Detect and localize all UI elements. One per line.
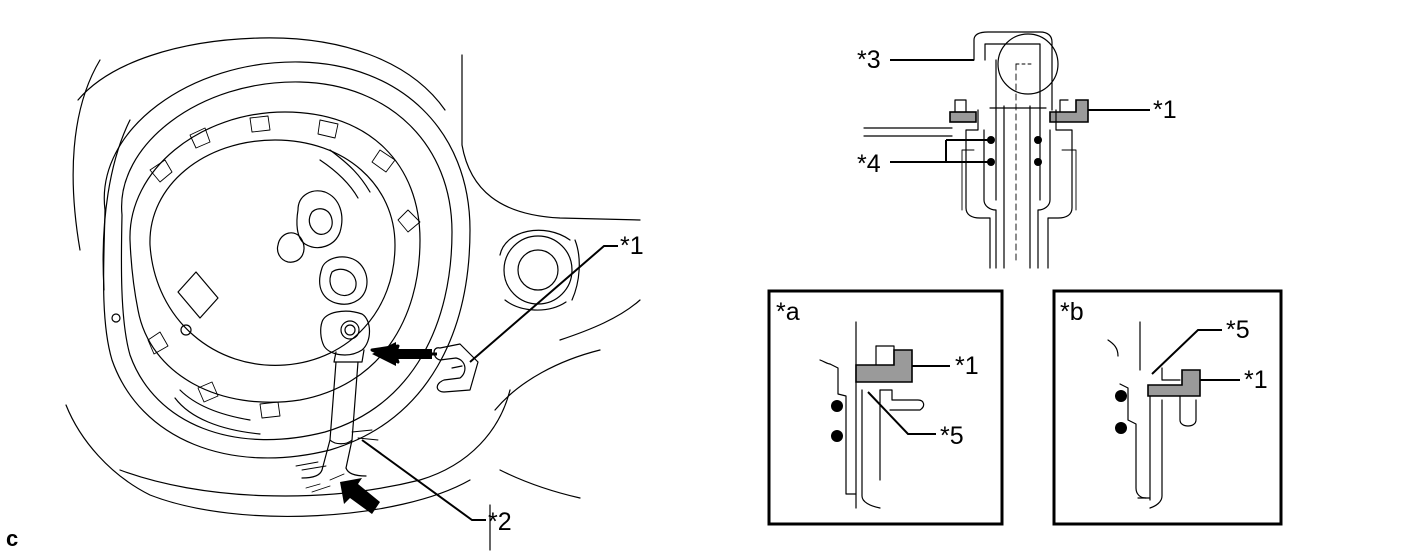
push-arrow <box>340 478 380 514</box>
label-box-b-gap: *5 <box>1226 316 1250 344</box>
retainer-clip <box>433 343 479 393</box>
label-top-pipe: *3 <box>857 46 881 74</box>
fuel-tube <box>295 361 379 493</box>
o-ring <box>987 136 995 144</box>
clip-right-jaw <box>1049 99 1089 123</box>
o-ring-a <box>831 430 843 442</box>
fuel-pump-perspective-view <box>65 37 641 551</box>
label-box-b-clip: *1 <box>1244 366 1268 394</box>
label-top-oring: *4 <box>857 150 881 178</box>
connector-cross-section <box>863 31 1150 269</box>
tank-boss <box>499 229 580 311</box>
clip-b <box>1147 369 1201 397</box>
label-top-clip: *1 <box>1153 96 1177 124</box>
clip-a <box>855 349 913 383</box>
corner-label: c <box>6 526 18 551</box>
label-left-clip: *1 <box>620 232 644 260</box>
detail-box-b <box>1052 289 1283 526</box>
label-box-b-title: *b <box>1060 298 1084 326</box>
clip-left-jaw <box>949 111 977 123</box>
label-box-a-title: *a <box>776 298 800 326</box>
o-ring-b <box>1115 390 1127 402</box>
label-left-tube: *2 <box>488 508 512 536</box>
o-ring-a <box>831 400 843 412</box>
quick-connector <box>320 310 371 363</box>
o-ring <box>987 158 995 166</box>
detail-box-a <box>767 289 1004 526</box>
o-ring <box>1034 158 1042 166</box>
label-box-a-gap: *5 <box>940 422 964 450</box>
label-box-a-clip: *1 <box>955 352 979 380</box>
o-ring <box>1034 136 1042 144</box>
o-ring-b <box>1115 422 1127 434</box>
